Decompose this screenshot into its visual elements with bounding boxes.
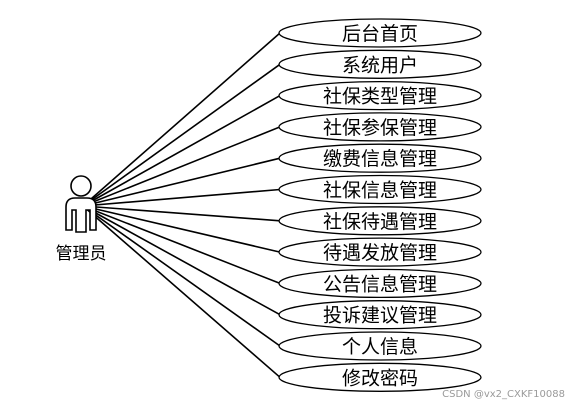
association-line: [82, 205, 281, 316]
association-line: [82, 94, 281, 207]
use-case-label: 后台首页: [342, 23, 418, 45]
association-lines: [82, 32, 281, 378]
use-case-label: 投诉建议管理: [323, 305, 437, 327]
association-line: [82, 205, 281, 222]
use-case-ellipse: [278, 300, 482, 330]
association-line: [82, 205, 281, 347]
association-line: [82, 157, 281, 207]
use-case: 个人信息: [278, 331, 482, 361]
use-case-label: 待遇发放管理: [323, 242, 437, 264]
use-case: 后台首页: [278, 18, 482, 48]
use-case-list: 后台首页系统用户社保类型管理社保参保管理缴费信息管理社保信息管理社保待遇管理待遇…: [278, 18, 482, 392]
use-case-label: 社保信息管理: [323, 180, 437, 202]
use-case-ellipse: [278, 143, 482, 173]
actor-administrator: 管理员: [56, 175, 107, 264]
use-case: 社保类型管理: [278, 80, 482, 111]
use-case-label: 公告信息管理: [323, 273, 437, 295]
use-case-ellipse: [278, 80, 482, 111]
use-case-label: 社保待遇管理: [323, 211, 437, 233]
use-case-label: 个人信息: [342, 336, 418, 358]
use-case-ellipse: [278, 174, 482, 205]
use-case-ellipse: [278, 237, 482, 267]
use-case: 投诉建议管理: [278, 300, 482, 330]
use-case-label: 修改密码: [342, 367, 418, 389]
association-line: [82, 32, 281, 207]
association-line: [82, 188, 281, 207]
use-case-ellipse: [278, 268, 482, 299]
association-line: [82, 205, 281, 378]
use-case-ellipse: [278, 112, 482, 142]
use-case-ellipse: [278, 206, 482, 236]
watermark: CSDN @vx2_CXKF10088: [442, 389, 565, 400]
use-case: 修改密码: [278, 362, 482, 392]
use-case-ellipse: [278, 18, 482, 48]
use-case: 社保参保管理: [278, 112, 482, 142]
use-case-label: 系统用户: [342, 54, 418, 76]
use-case-label: 社保类型管理: [323, 86, 437, 108]
use-case: 缴费信息管理: [278, 143, 482, 173]
use-case-label: 社保参保管理: [323, 117, 437, 139]
use-case: 社保信息管理: [278, 174, 482, 205]
use-case: 公告信息管理: [278, 268, 482, 299]
use-case-ellipse: [278, 49, 482, 79]
use-case-label: 缴费信息管理: [323, 148, 437, 170]
use-case: 社保待遇管理: [278, 206, 482, 236]
use-case-ellipse: [278, 331, 482, 361]
use-case: 待遇发放管理: [278, 237, 482, 267]
association-line: [82, 205, 281, 285]
association-line: [82, 126, 281, 207]
actor-label: 管理员: [56, 244, 107, 264]
association-line: [82, 205, 281, 253]
association-line: [82, 63, 281, 207]
use-case: 系统用户: [278, 49, 482, 79]
use-case-ellipse: [278, 362, 482, 392]
person-icon: [65, 175, 97, 233]
